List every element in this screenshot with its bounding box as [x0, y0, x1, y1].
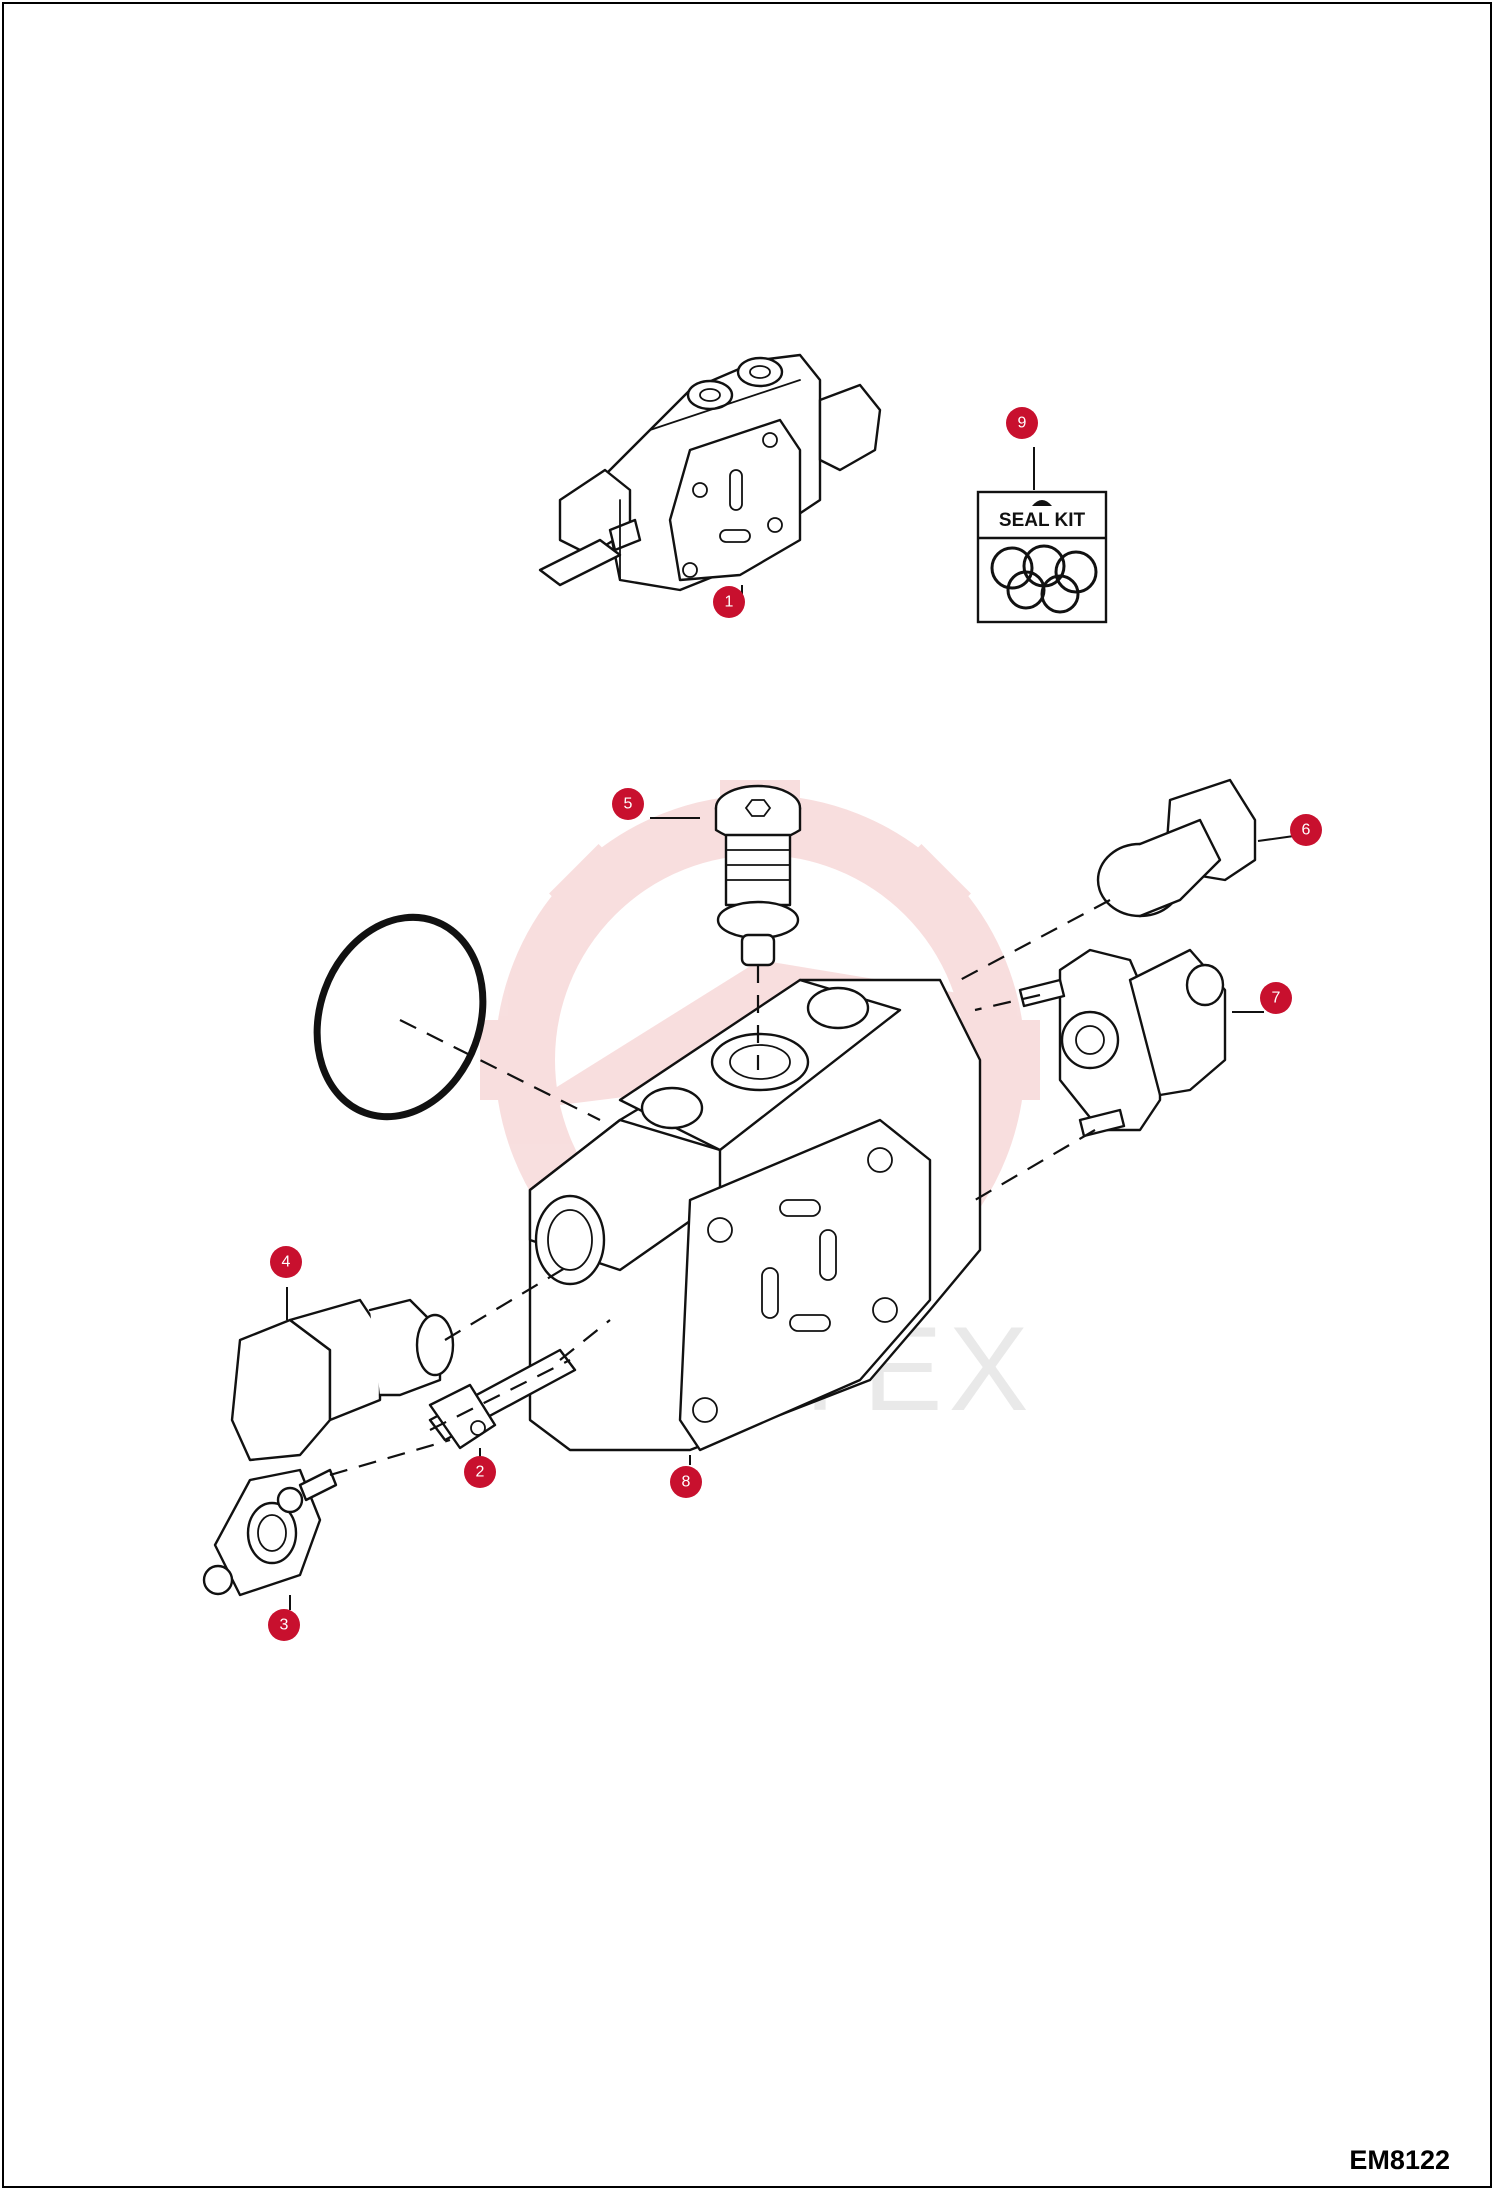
callout-4: 4: [270, 1246, 302, 1278]
svg-text:8: 8: [682, 1474, 691, 1491]
plug-part-6: [1096, 778, 1257, 918]
svg-text:1: 1: [725, 594, 734, 611]
svg-text:6: 6: [1302, 822, 1311, 839]
valve-assembly-part-1: [538, 353, 882, 592]
callout-9: 9: [1006, 407, 1038, 439]
svg-text:3: 3: [280, 1617, 289, 1634]
svg-text:7: 7: [1272, 990, 1281, 1007]
solenoid-part-7: [1018, 948, 1227, 1138]
seal-kit-part-9: SEAL KIT: [976, 490, 1108, 624]
o-ring: [313, 913, 487, 1121]
seal-kit-label: SEAL KIT: [999, 510, 1086, 531]
o-ring-icons: [990, 544, 1098, 614]
svg-text:4: 4: [282, 1254, 291, 1271]
callout-5: 5: [612, 788, 644, 820]
callout-3: 3: [268, 1609, 300, 1641]
callout-7: 7: [1260, 982, 1292, 1014]
callout-8: 8: [670, 1466, 702, 1498]
svg-text:9: 9: [1018, 415, 1027, 432]
callout-1: 1: [713, 586, 745, 618]
valve-body-part-8: [528, 978, 982, 1452]
plug-part-5: [714, 784, 802, 967]
callout-6: 6: [1290, 814, 1322, 846]
cap-part-3: [202, 1468, 338, 1597]
svg-text:5: 5: [624, 796, 633, 813]
callout-2: 2: [464, 1456, 496, 1488]
drawing-code: EM8122: [1349, 2145, 1450, 2175]
spool-part-2: [428, 1348, 577, 1450]
assembly-lines: [329, 899, 1111, 1477]
cartridge-part-4: [230, 1298, 455, 1462]
svg-text:2: 2: [476, 1464, 485, 1481]
